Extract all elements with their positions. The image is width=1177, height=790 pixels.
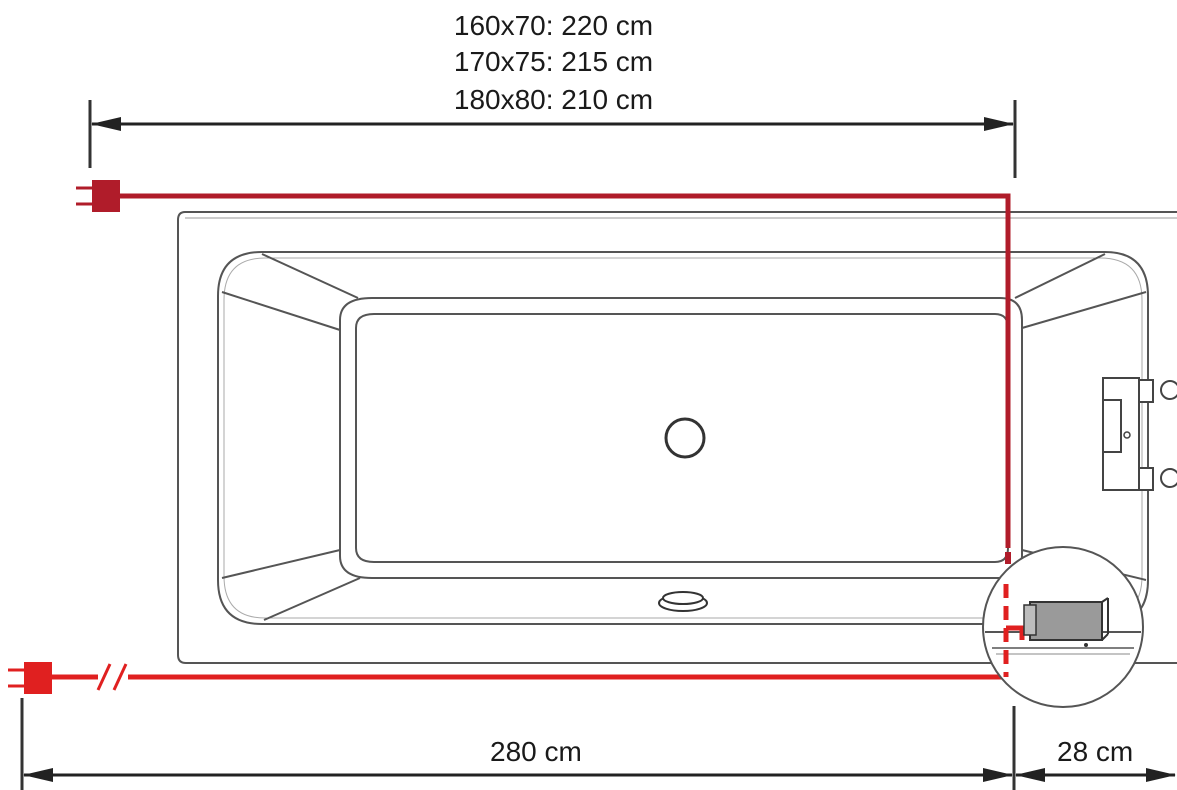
faucet-icon [1102,377,1177,491]
length-option-160x70: 160x70: 220 cm [453,10,654,41]
top-dimension [88,100,1017,178]
side-length-label: 28 cm [1057,736,1134,767]
length-option-180x80: 180x80: 210 cm [453,84,654,115]
bottom-dimension [20,698,1016,790]
lower-cable [50,625,1022,680]
bottom-length-label: 280 cm [490,736,582,767]
upper-cable [120,193,1011,590]
cable-break-icon [96,663,128,691]
overflow-icon [658,591,708,612]
plug-icon [76,180,120,212]
plug-icon [8,662,52,694]
length-option-170x75: 170x75: 215 cm [453,46,654,77]
bathtub [177,211,1177,664]
drain-icon [664,417,706,459]
control-box-icon [1023,597,1109,647]
